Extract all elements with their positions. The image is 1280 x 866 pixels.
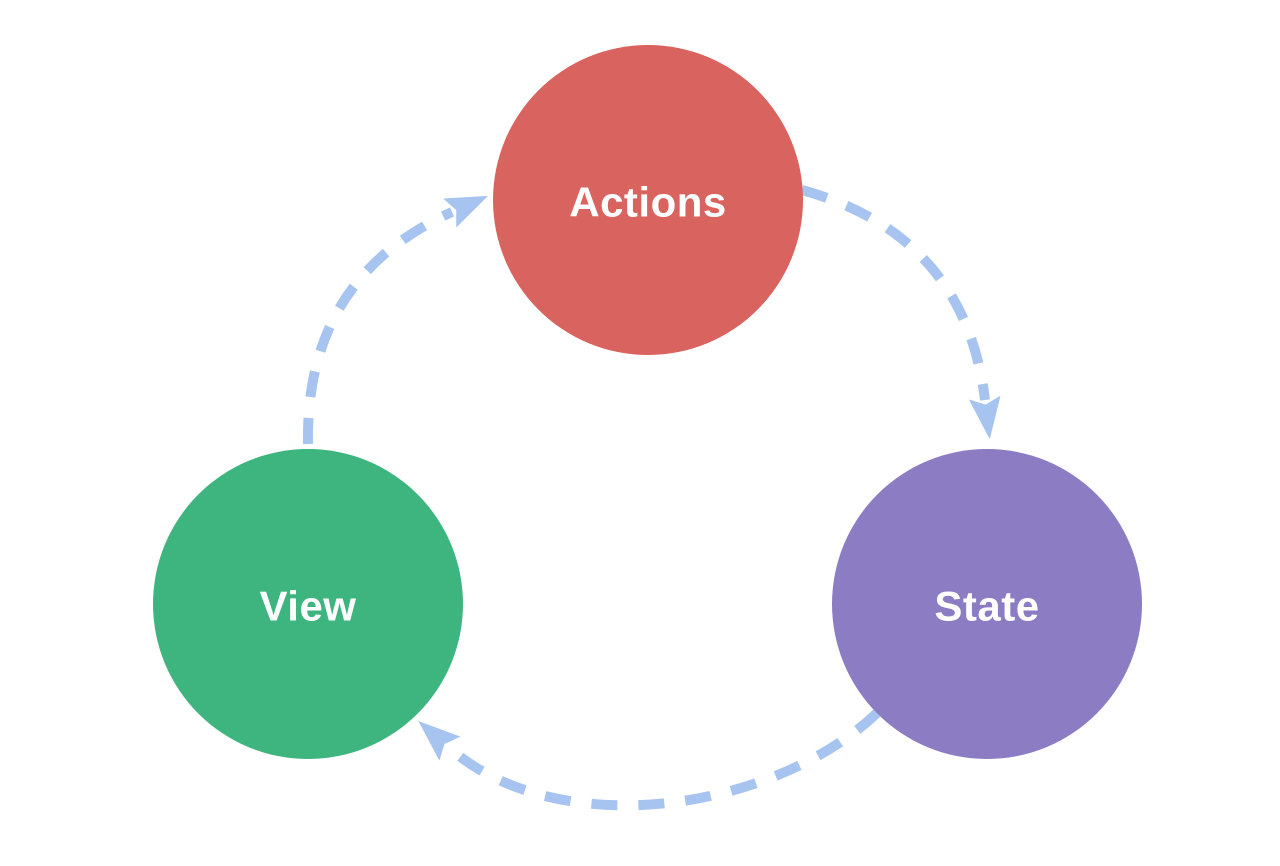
edge-actions-to-state [800, 185, 1001, 440]
state-circle [832, 449, 1142, 759]
edge-view-to-actions [302, 195, 489, 445]
actions-circle [493, 45, 803, 355]
edge-state-to-view [418, 709, 881, 811]
node-view: View [153, 449, 463, 759]
node-actions: Actions [493, 45, 803, 355]
actions-label: Actions [569, 179, 727, 226]
view-label: View [260, 583, 357, 630]
node-state: State [832, 449, 1142, 759]
state-label: State [934, 583, 1039, 630]
view-circle [153, 449, 463, 759]
